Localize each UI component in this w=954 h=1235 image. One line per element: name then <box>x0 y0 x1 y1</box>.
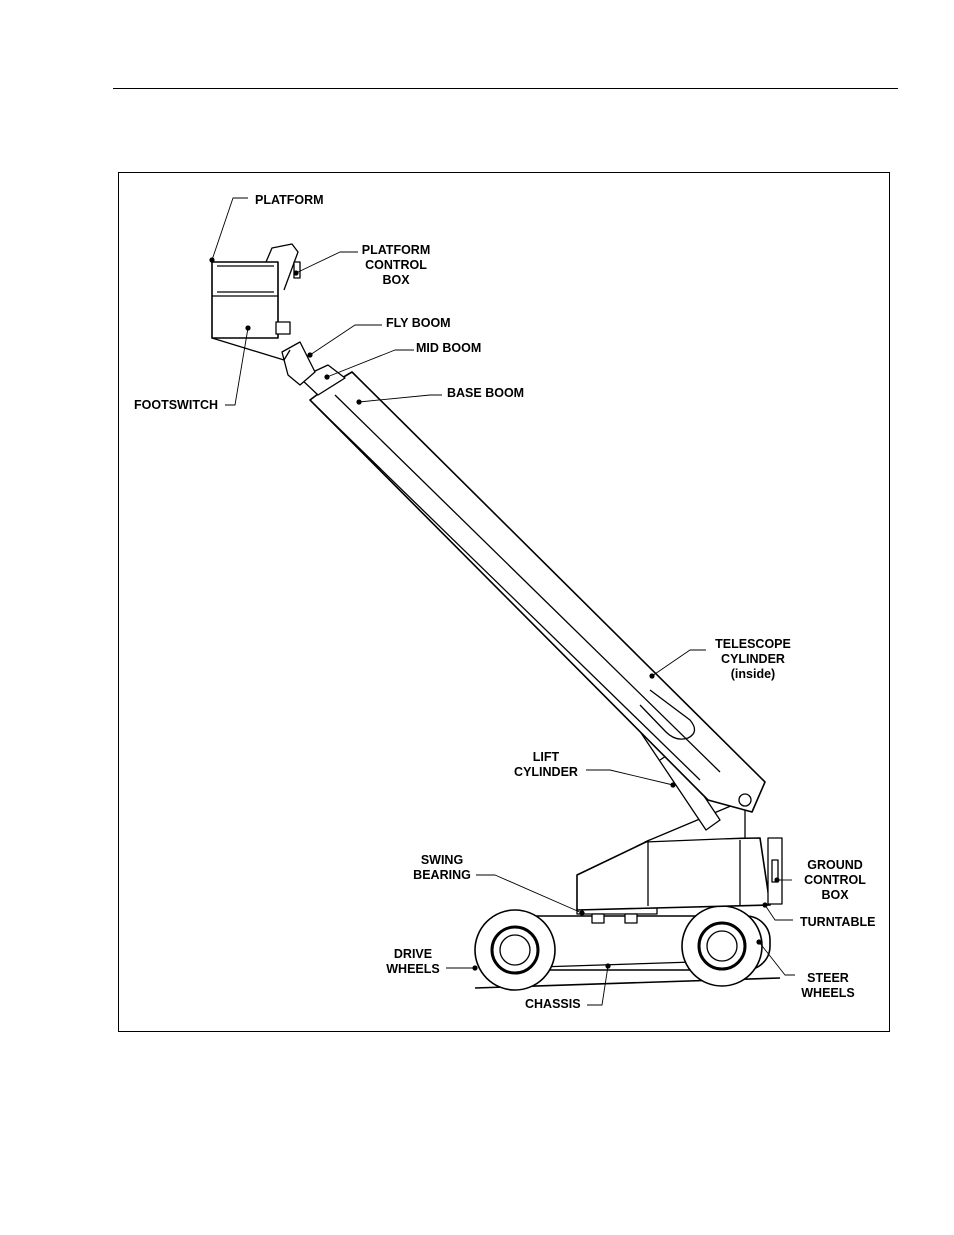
boom-assembly <box>282 342 765 812</box>
label-telescope-cylinder: TELESCOPE CYLINDER (inside) <box>710 637 796 682</box>
label-swing-bearing: SWING BEARING <box>410 853 474 883</box>
label-chassis: CHASSIS <box>525 997 581 1012</box>
label-footswitch: FOOTSWITCH <box>134 398 218 413</box>
label-platform-control-box: PLATFORM CONTROL BOX <box>360 243 432 288</box>
steer-wheel <box>682 906 762 986</box>
label-lift-cylinder: LIFT CYLINDER <box>510 750 582 780</box>
label-platform: PLATFORM <box>255 193 324 208</box>
label-base-boom: BASE BOOM <box>447 386 524 401</box>
label-ground-control-box: GROUND CONTROL BOX <box>798 858 872 903</box>
turntable <box>577 800 770 910</box>
label-steer-wheels: STEER WHEELS <box>796 971 860 1001</box>
drive-wheel <box>475 910 555 990</box>
ground-control-box <box>768 838 782 904</box>
label-fly-boom: FLY BOOM <box>386 316 451 331</box>
platform-control-box <box>294 262 300 278</box>
label-turntable: TURNTABLE <box>800 915 875 930</box>
label-drive-wheels: DRIVE WHEELS <box>382 947 444 977</box>
platform <box>212 244 298 360</box>
label-mid-boom: MID BOOM <box>416 341 481 356</box>
